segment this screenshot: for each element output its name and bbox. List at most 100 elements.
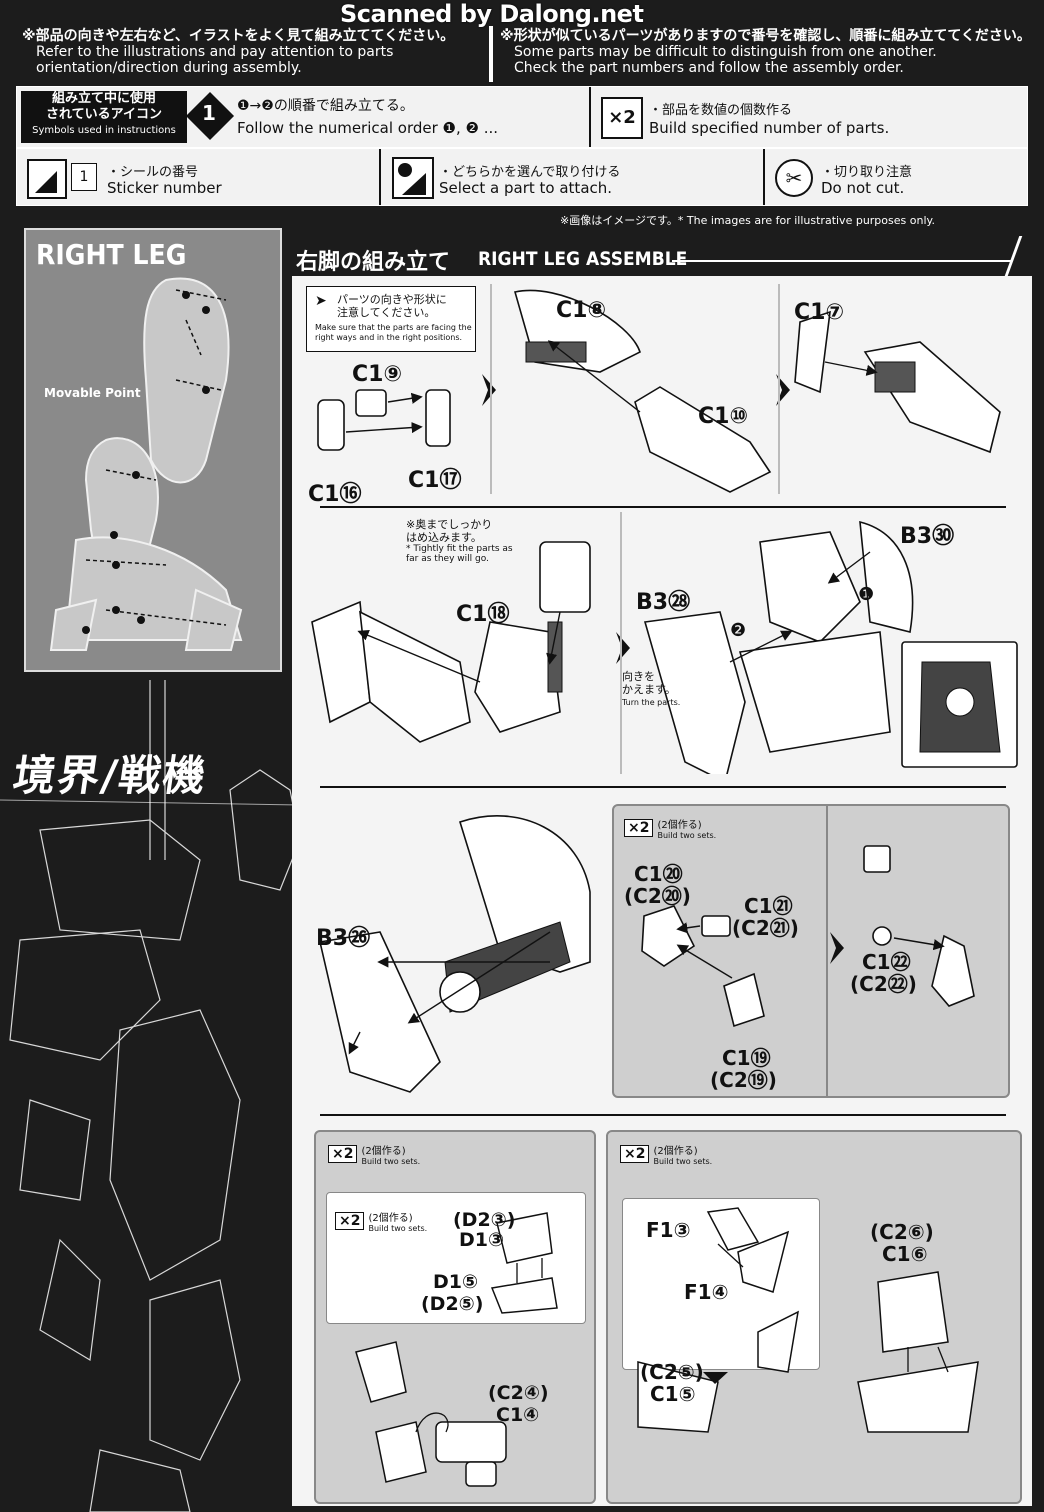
- part-label-c1-17: C1⑰: [408, 468, 462, 493]
- turn-en: Turn the parts.: [622, 698, 681, 707]
- note-left-en1: Refer to the illustrations and pay atten…: [36, 44, 394, 60]
- step-rule: [320, 506, 1006, 508]
- step-marker-1: ❶: [858, 584, 875, 605]
- legend-title-jp2: されているアイコン: [46, 107, 162, 122]
- note-left-jp: ※部品の向きや左右など、イラストをよく見て組み立ててください。: [22, 28, 455, 44]
- caution-en1: Make sure that the parts are facing the: [315, 323, 472, 332]
- tight-en1: * Tightly fit the parts as: [406, 544, 513, 554]
- turn-jp2: かえます。: [622, 683, 676, 696]
- right-leg-overview-panel: RIGHT LEG Movable Point: [24, 228, 282, 672]
- part-label-d2-3: (D2③): [453, 1209, 516, 1231]
- part-label-c1-16: C1⑯: [308, 482, 362, 507]
- sticker-en: Sticker number: [107, 179, 222, 197]
- leg-illustration: [49, 277, 243, 651]
- caution-jp1: パーツの向きや形状に: [337, 293, 447, 306]
- tight-fit-note: ※奥までしっかり はめ込みます。 * Tightly fit the parts…: [406, 518, 513, 564]
- sticker-icon: [27, 159, 67, 199]
- legend-divider: [589, 87, 591, 147]
- sets-jp-inner: (2個作る): [368, 1213, 413, 1224]
- build-two-sets-right-panel: ×2 (2個作る) Build two sets. F1③ F1④ (C2⑥) …: [606, 1130, 1022, 1504]
- step1-drawing: [317, 289, 1001, 493]
- step-divider: [620, 512, 622, 774]
- times-two-icon: ×2: [601, 97, 643, 139]
- order-en: Follow the numerical order ❶, ❷ ...: [237, 119, 499, 137]
- section-title-accent: [1004, 236, 1023, 276]
- build-two-sets-tag: ×2 (2個作る) Build two sets.: [328, 1142, 420, 1166]
- step-rule: [320, 786, 1006, 788]
- step-1: ➤ パーツの向きや形状に 注意してください。 Make sure that th…: [300, 282, 1022, 507]
- legend-title-en: Symbols used in instructions: [32, 125, 176, 136]
- part-label-c1-10: C1⑩: [698, 404, 749, 429]
- kyoukai-senki-logo: 境界/戦機: [10, 751, 211, 800]
- turn-jp1: 向きを: [622, 670, 655, 683]
- times-two-icon: ×2: [328, 1145, 358, 1163]
- caution-en: Make sure that the parts are facing the …: [315, 323, 472, 343]
- note-right-en1: Some parts may be difficult to distingui…: [514, 44, 937, 60]
- part-label-c2-4: (C2④): [488, 1382, 549, 1404]
- legend-title-jp1: 組み立て中に使用: [51, 91, 156, 106]
- sets-en-inner: Build two sets.: [368, 1224, 428, 1233]
- part-label-c2-6: (C2⑥): [870, 1220, 934, 1244]
- part-label-f1-3: F1③: [646, 1218, 691, 1242]
- movable-point-label: Movable Point: [44, 386, 141, 400]
- part-label-c1-9: C1⑨: [352, 362, 403, 387]
- sub-divider: [826, 806, 828, 1096]
- nocut-en: Do not cut.: [821, 179, 905, 197]
- part-label-c2-5: (C2⑤): [640, 1360, 704, 1384]
- select-jp: ・どちらかを選んで取り付ける: [439, 165, 621, 180]
- part-label-c2-19: (C2⑲): [710, 1068, 777, 1092]
- step4-left-drawing: [355, 1341, 507, 1487]
- legend-divider: [379, 149, 381, 205]
- part-label-c1-18: C1⑱: [456, 602, 510, 627]
- step-divider: [778, 284, 780, 494]
- step3-sub-drawing: [641, 845, 975, 1028]
- step3-drawing: [319, 815, 591, 1093]
- caution-en2: right ways and in the right positions.: [315, 333, 463, 342]
- section-title-jp: 右脚の組み立て: [296, 249, 451, 275]
- part-label-d1-3: D1③: [459, 1229, 505, 1251]
- part-label-c1-22: C1㉒: [862, 950, 911, 974]
- part-label-c1-20: C1⑳: [634, 862, 683, 886]
- assembly-note-left: ※部品の向きや左右など、イラストをよく見て組み立ててください。 Refer to…: [22, 28, 487, 76]
- caution-arrow-icon: ➤: [315, 293, 327, 309]
- section-title-en: RIGHT LEG ASSEMBLE: [478, 248, 688, 270]
- select-en: Select a part to attach.: [439, 179, 613, 197]
- sets-jp-right: (2個作る): [653, 1146, 698, 1157]
- icon-legend-title: 組み立て中に使用 されているアイコン Symbols used in instr…: [21, 91, 187, 143]
- select-part-icon: [392, 157, 434, 199]
- icon-legend-row1: 組み立て中に使用 されているアイコン Symbols used in instr…: [16, 86, 1028, 148]
- part-label-c2-20: (C2⑳): [624, 884, 691, 908]
- times-two-icon: ×2: [620, 1145, 650, 1163]
- assembly-note-right: ※形状が似ているパーツがありますので番号を確認し、順番に組み立ててください。 S…: [500, 28, 1040, 76]
- turn-note: 向きを かえます。 Turn the parts.: [622, 670, 680, 709]
- order-jp: ❶→❷の順番で組み立てる。: [237, 98, 414, 114]
- nocut-jp: ・切り取り注意: [821, 165, 913, 180]
- divider: [489, 26, 493, 82]
- image-disclaimer: ※画像はイメージです。* The images are for illustra…: [560, 214, 935, 227]
- tight-en2: far as they will go.: [406, 554, 489, 564]
- part-label-d2-5: (D2⑤): [421, 1293, 484, 1315]
- tight-jp2: はめ込みます。: [406, 531, 482, 544]
- note-right-jp: ※形状が似ているパーツがありますので番号を確認し、順番に組み立ててください。: [500, 28, 1031, 44]
- step2-drawing: [311, 520, 1018, 774]
- step-rule: [320, 1114, 1006, 1116]
- note-left-en2: orientation/direction during assembly.: [36, 60, 302, 76]
- tight-jp1: ※奥までしっかり: [406, 518, 493, 531]
- step-2: ※奥までしっかり はめ込みます。 * Tightly fit the parts…: [300, 512, 1022, 774]
- times-en: Build specified number of parts.: [649, 119, 890, 137]
- section-title-rule: [672, 260, 1012, 262]
- legend-divider: [763, 149, 765, 205]
- note-right-en2: Check the part numbers and follow the as…: [514, 60, 904, 76]
- part-label-d1-5: D1⑤: [433, 1271, 479, 1293]
- caution-jp: パーツの向きや形状に 注意してください。: [337, 293, 447, 319]
- sets-en: Build two sets.: [657, 831, 717, 840]
- step-3: B3㉖ ×2 (2個作る) Build two sets.: [300, 792, 1022, 1102]
- part-label-f1-4: F1④: [684, 1280, 729, 1304]
- step4-inner-drawing: [490, 1212, 558, 1314]
- robot-line-art: [0, 680, 300, 1512]
- sticker-number-box: 1: [71, 163, 97, 191]
- part-label-c2-21: (C2㉑): [732, 916, 799, 940]
- part-label-c1-8: C1⑧: [556, 298, 607, 323]
- sticker-jp: ・シールの番号: [107, 165, 199, 180]
- sets-jp: (2個作る): [361, 1146, 406, 1157]
